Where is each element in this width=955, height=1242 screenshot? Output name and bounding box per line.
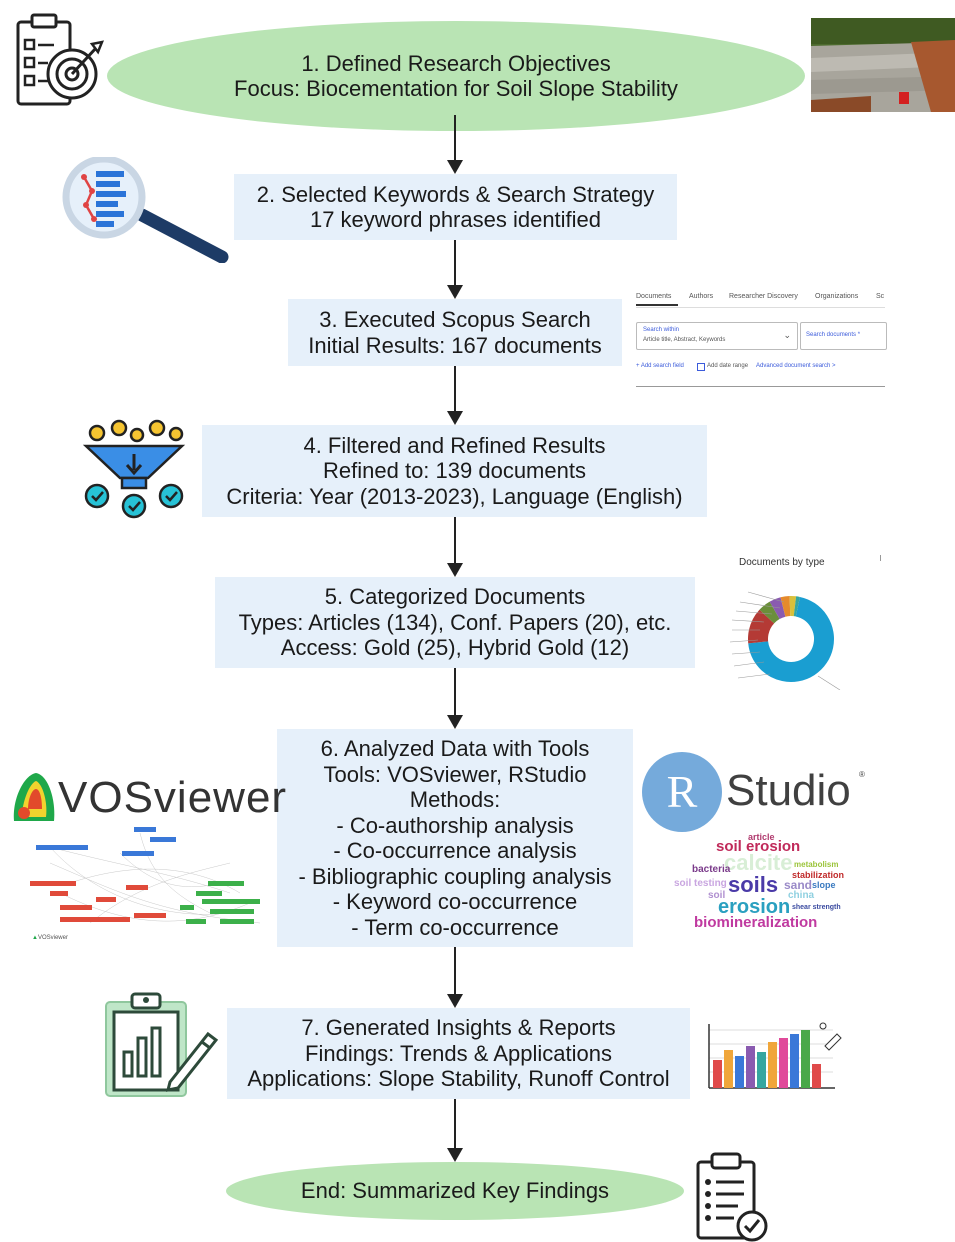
step-4-line-3: Criteria: Year (2013-2023), Language (En… <box>226 483 683 509</box>
step-6-line-1: 6. Analyzed Data with Tools <box>320 736 590 761</box>
word-slope: slope <box>812 880 836 890</box>
scopus-tab-sc: Sc <box>876 293 885 300</box>
vosviewer-heatmap-icon <box>13 773 55 821</box>
scopus-tab-documents: Documents <box>636 293 672 300</box>
slope-photo <box>811 18 955 112</box>
scopus-calendar-icon <box>697 363 705 371</box>
step-6-line-5: - Co-occurrence analysis <box>333 838 577 863</box>
step-5-box: 5. Categorized Documents Types: Articles… <box>215 577 695 668</box>
step-6-line-3: Methods: <box>409 787 501 812</box>
donut-slice-conference <box>748 596 834 682</box>
step-5-line-3: Access: Gold (25), Hybrid Gold (12) <box>280 635 630 661</box>
scopus-search-within-label: Search within <box>643 327 680 333</box>
word-metabolism: metabolism <box>794 860 839 869</box>
word-soil: soil <box>708 890 726 901</box>
vosviewer-small-logo: ▲VOSviewer <box>32 935 68 941</box>
chevron-down-icon: ⌄ <box>783 330 791 340</box>
arrow-1-2 <box>447 115 463 174</box>
step-7-line-1: 7. Generated Insights & Reports <box>301 1015 616 1041</box>
word-biomineralization: biomineralization <box>694 914 818 931</box>
step-6-line-6: - Bibliographic coupling analysis <box>298 863 612 889</box>
insights-bar-chart-picture <box>708 1022 842 1089</box>
arrow-5-6 <box>447 668 463 729</box>
rstudio-logo-text: Studio <box>726 766 851 815</box>
rstudio-registered: ® <box>859 770 865 779</box>
donut-leader-lines <box>729 591 841 690</box>
step-7-box: 7. Generated Insights & Reports Findings… <box>227 1008 690 1099</box>
scopus-search-field: Search within Article title, Abstract, K… <box>636 322 798 350</box>
word-soil-testing: soil testing <box>674 878 727 889</box>
word-soils: soils <box>728 872 779 897</box>
magnifier-icon <box>62 157 229 263</box>
word-soil-erosion: soil erosion <box>716 838 801 855</box>
word-article: article <box>748 832 775 842</box>
step-3-line-1: 3. Executed Scopus Search <box>319 307 591 332</box>
funnel-filter-icon <box>82 419 186 519</box>
scopus-search-placeholder: Search documents * <box>806 332 861 338</box>
scopus-add-date: Add date range <box>707 363 749 369</box>
rstudio-graphic: R Studio ® article soil erosion calcite … <box>640 750 870 940</box>
word-stabilization: stabilization <box>792 870 845 880</box>
step-2-box: 2. Selected Keywords & Search Strategy 1… <box>234 174 677 240</box>
donut-slice-other-3 <box>748 596 834 682</box>
arrow-3-4 <box>447 366 463 425</box>
documents-by-type-panel: Documents by type <box>700 540 885 690</box>
scopus-advanced: Advanced document search > <box>756 363 836 369</box>
scopus-add-field: + Add search field <box>636 363 684 369</box>
end-label: End: Summarized Key Findings <box>300 1178 610 1204</box>
step-6-line-7: - Keyword co-occurrence <box>332 889 578 914</box>
end-ellipse: End: Summarized Key Findings <box>226 1162 684 1220</box>
scopus-tab-divider <box>636 307 885 308</box>
step-5-line-1: 5. Categorized Documents <box>324 584 586 610</box>
word-sand: sand <box>784 878 813 892</box>
scopus-search-input: Search documents * <box>800 322 887 350</box>
arrow-7-end <box>447 1099 463 1162</box>
word-cloud: article soil erosion calcite metabolism … <box>672 832 862 932</box>
arrow-6-7 <box>447 947 463 1008</box>
vosviewer-logo-text: VOSviewer <box>58 773 288 822</box>
step-6-line-8: - Term co-occurrence <box>351 914 559 940</box>
scopus-search-panel: Documents Authors Researcher Discovery O… <box>636 288 887 388</box>
step-4-box: 4. Filtered and Refined Results Refined … <box>202 425 707 517</box>
scopus-tab-organizations: Organizations <box>815 293 859 300</box>
step-4-line-2: Refined to: 139 documents <box>323 458 586 484</box>
rstudio-r-circle: R <box>642 752 722 832</box>
documents-by-type-title: Documents by type <box>739 557 825 568</box>
panel-edge-mark <box>880 555 881 561</box>
clipboard-target-icon <box>16 13 104 106</box>
report-clipboard-icon <box>105 992 219 1097</box>
step-1-line-2: Focus: Biocementation for Soil Slope Sta… <box>234 76 678 101</box>
word-calcite: calcite <box>724 850 793 875</box>
arrow-2-3 <box>447 240 463 299</box>
step-6-box: 6. Analyzed Data with Tools Tools: VOSvi… <box>277 729 633 947</box>
checklist-clipboard-icon <box>696 1152 768 1242</box>
word-china: china <box>788 890 815 901</box>
step-1-line-1: 1. Defined Research Objectives <box>301 50 611 76</box>
vosviewer-network <box>30 827 261 924</box>
scopus-tab-authors: Authors <box>689 293 714 300</box>
rstudio-r-letter: R <box>666 766 698 817</box>
step-4-line-1: 4. Filtered and Refined Results <box>303 432 606 458</box>
word-bacteria: bacteria <box>692 864 731 875</box>
scopus-bottom-divider <box>636 386 885 387</box>
scopus-tab-underline <box>636 304 678 306</box>
step-2-line-2: 17 keyword phrases identified <box>309 207 602 232</box>
scopus-tab-researcher: Researcher Discovery <box>729 293 798 300</box>
step-3-line-2: Initial Results: 167 documents <box>308 332 602 358</box>
vosviewer-small-logo-text: VOSviewer <box>37 935 68 941</box>
vosviewer-graphic: VOSviewer ▲VOSviewer <box>10 765 286 950</box>
scopus-search-within-value: Article title, Abstract, Keywords <box>643 337 726 343</box>
step-2-line-1: 2. Selected Keywords & Search Strategy <box>256 181 655 207</box>
step-7-line-3: Applications: Slope Stability, Runoff Co… <box>247 1066 670 1092</box>
step-5-line-2: Types: Articles (134), Conf. Papers (20)… <box>238 609 672 635</box>
step-6-line-4: - Co-authorship analysis <box>336 812 574 838</box>
step-6-line-2: Tools: VOSviewer, RStudio <box>323 761 587 787</box>
step-7-line-2: Findings: Trends & Applications <box>305 1040 612 1066</box>
donut-chart <box>748 596 834 682</box>
arrow-4-5 <box>447 517 463 577</box>
word-erosion: erosion <box>718 896 791 918</box>
step-1-ellipse: 1. Defined Research Objectives Focus: Bi… <box>107 21 805 131</box>
step-3-box: 3. Executed Scopus Search Initial Result… <box>288 299 622 366</box>
word-shear-strength: shear strength <box>792 904 841 911</box>
